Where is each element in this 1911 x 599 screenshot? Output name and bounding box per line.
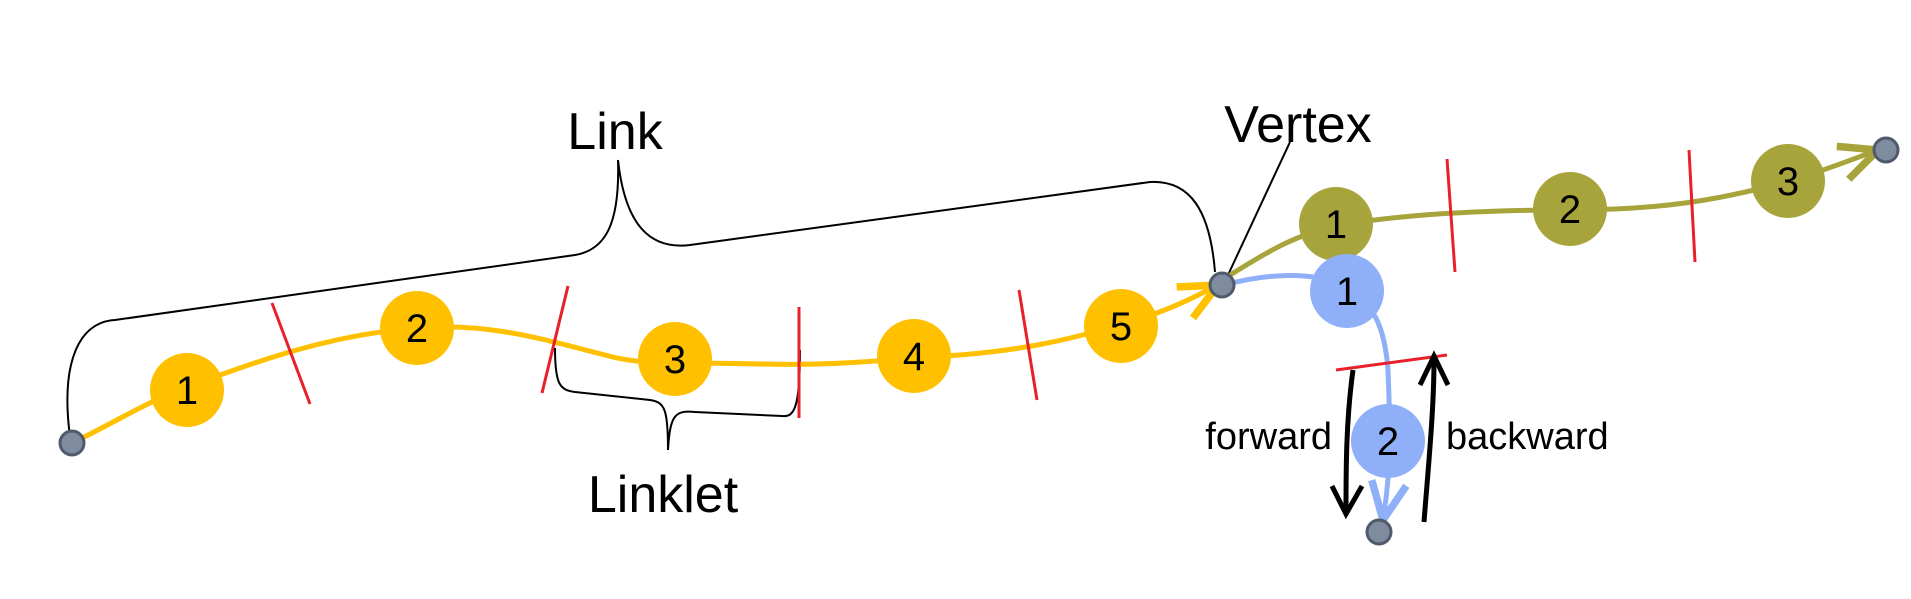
vertex-olive-end-node — [1872, 136, 1900, 164]
divider-olive-1-2 — [1445, 158, 1457, 273]
yellow-linklet-circle — [1084, 289, 1158, 363]
linklet-dividers — [270, 149, 1697, 418]
blue-linklet-circle — [1351, 404, 1425, 478]
yellow-linklet-circle — [877, 319, 951, 393]
divider-olive-2-3 — [1687, 149, 1697, 263]
olive-linklet-node: 3 — [1751, 144, 1825, 218]
forward-arrow — [1343, 369, 1356, 511]
linklet-label: Linklet — [588, 466, 739, 524]
backward-label: backward — [1446, 416, 1609, 458]
forward-label: forward — [1205, 416, 1332, 458]
vertex-blue-end-node — [1365, 518, 1393, 546]
olive-linklet-number: 2 — [1559, 188, 1581, 232]
vertex-pointer-line — [1227, 141, 1291, 276]
backward-arrowhead — [1417, 350, 1451, 387]
olive-linklet-node: 1 — [1299, 187, 1373, 261]
olive-linklet-circle — [1299, 187, 1373, 261]
olive-linklet-number: 3 — [1777, 160, 1799, 204]
divider-yellow-4-5 — [1017, 289, 1039, 401]
blue-linklet-node: 2 — [1351, 404, 1425, 478]
link-bracket — [66, 159, 1216, 438]
forward-arrowhead — [1329, 484, 1365, 520]
yellow-linklet-number: 4 — [903, 335, 925, 379]
vertex-label: Vertex — [1224, 96, 1371, 154]
yellow-linklet-number: 2 — [406, 307, 428, 351]
yellow-linklet-circle — [380, 291, 454, 365]
yellow-linklets: 1 2 3 4 5 — [150, 289, 1158, 427]
linklet-bracket — [554, 347, 801, 451]
olive-linklet-number: 1 — [1325, 203, 1347, 247]
yellow-linklet-circle — [638, 322, 712, 396]
vertex-center-node — [1208, 271, 1236, 299]
olive-linklet-node: 2 — [1533, 172, 1607, 246]
yellow-linklet-number: 3 — [664, 338, 686, 382]
olive-linklets: 1 2 3 — [1299, 144, 1825, 261]
blue-linklet-node: 1 — [1310, 254, 1384, 328]
link-label: Link — [567, 103, 663, 161]
divider-blue-1-2 — [1335, 353, 1448, 372]
divider-yellow-2-3 — [540, 285, 570, 394]
yellow-linklet-node: 2 — [380, 291, 454, 365]
yellow-linklet-number: 5 — [1110, 305, 1132, 349]
blue-linklet-circle — [1310, 254, 1384, 328]
yellow-linklet-circle — [150, 353, 224, 427]
yellow-linklet-node: 3 — [638, 322, 712, 396]
vertices — [58, 136, 1900, 546]
yellow-linklet-node: 5 — [1084, 289, 1158, 363]
vertex-start-node — [58, 429, 86, 457]
backward-arrow — [1421, 359, 1437, 523]
blue-linklet-number: 1 — [1336, 270, 1358, 314]
yellow-linklet-number: 1 — [176, 369, 198, 413]
yellow-linklet-node: 4 — [877, 319, 951, 393]
divider-yellow-1-2 — [270, 302, 312, 405]
olive-linklet-circle — [1751, 144, 1825, 218]
yellow-linklet-node: 1 — [150, 353, 224, 427]
blue-linklet-number: 2 — [1377, 420, 1399, 464]
blue-linklets: 1 2 — [1310, 254, 1425, 478]
olive-linklet-circle — [1533, 172, 1607, 246]
